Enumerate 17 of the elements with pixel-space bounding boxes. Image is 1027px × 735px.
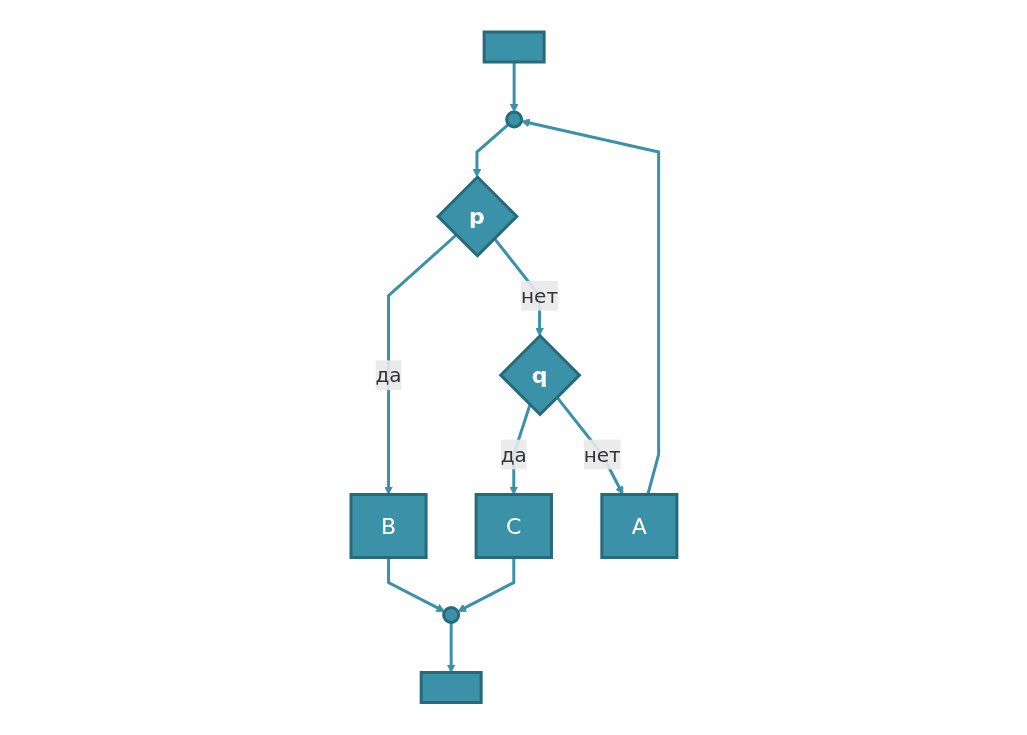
arrow <box>386 557 445 613</box>
node-box: B <box>349 493 428 560</box>
edge-label: нет <box>520 284 558 308</box>
arrow <box>456 557 515 613</box>
node-circle <box>441 606 460 625</box>
edge-label: да <box>500 442 527 467</box>
arrow <box>509 62 519 113</box>
node-box: A <box>599 493 678 560</box>
node-circle <box>504 110 523 129</box>
edge-label: да <box>375 363 402 388</box>
node-diamond: p <box>435 175 519 259</box>
edge-label: нет <box>583 442 621 467</box>
node-diamond: q <box>498 333 582 417</box>
node-box <box>419 671 483 705</box>
node-box <box>482 30 546 64</box>
node-box: C <box>474 493 553 560</box>
arrow <box>472 123 509 178</box>
